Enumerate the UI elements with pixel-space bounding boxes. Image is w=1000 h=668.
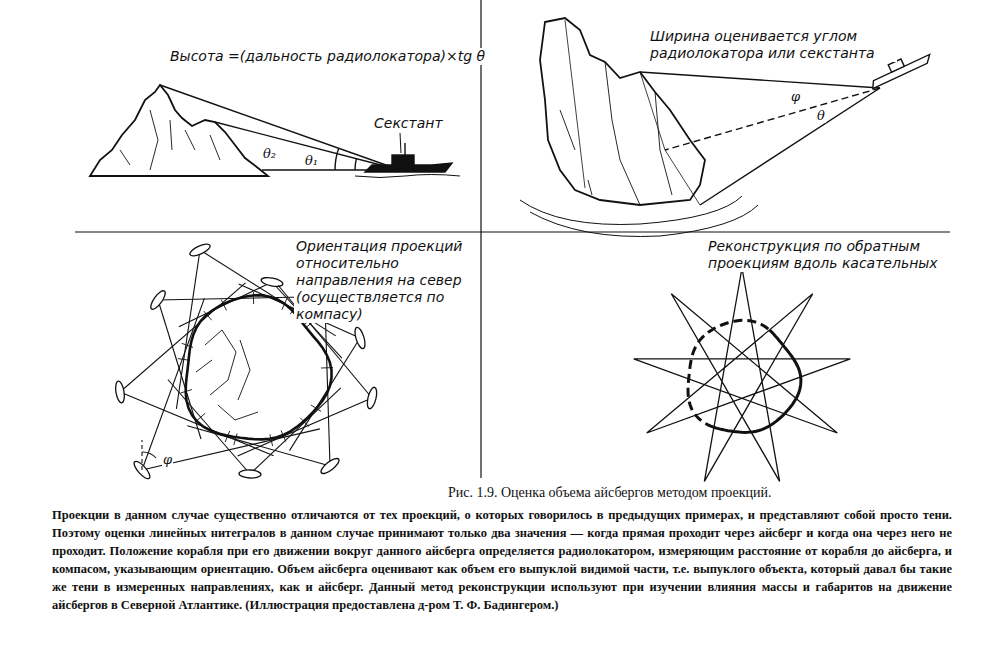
ship-icon xyxy=(353,326,367,349)
tick-mark xyxy=(321,367,333,368)
angle-symbol: φ xyxy=(790,89,801,104)
angle-symbol: θ xyxy=(816,108,826,123)
panel-heading: Ориентация проекций относительно направл… xyxy=(294,238,480,323)
tick-mark xyxy=(204,311,212,320)
height-panel xyxy=(90,85,460,178)
tick-mark xyxy=(178,359,190,361)
tick-mark xyxy=(182,343,193,347)
angle-symbol: θ₂ xyxy=(262,146,277,161)
panel-heading: Ширина оценивается углом радиолокатора и… xyxy=(648,28,897,62)
angle-arc xyxy=(335,148,339,170)
back-projection-star xyxy=(634,268,851,481)
ship-icon xyxy=(148,289,167,312)
tick-mark xyxy=(181,390,192,394)
tangent-line xyxy=(238,398,372,456)
ship-icon xyxy=(366,386,379,409)
water-line xyxy=(355,175,460,178)
tick-mark xyxy=(300,418,308,427)
ship-icon xyxy=(114,380,125,403)
tangent-line xyxy=(158,300,201,439)
angle-symbol: θ₁ xyxy=(304,153,319,168)
north-line xyxy=(141,440,142,470)
reconstruction-dashed xyxy=(688,320,770,427)
reconstruction-solid xyxy=(714,330,801,432)
tangent-line xyxy=(158,297,304,300)
tick-mark xyxy=(253,292,254,304)
sight-line-dashed xyxy=(665,88,880,150)
ship-mast xyxy=(404,143,405,155)
tick-mark xyxy=(282,299,287,310)
panel-heading: Реконструкция по обратным проекциям вдол… xyxy=(706,238,978,272)
tangent-line xyxy=(250,388,341,474)
tick-mark xyxy=(225,431,230,442)
sight-line xyxy=(640,72,880,88)
angle-symbol: φ xyxy=(162,452,173,467)
instrument-label: Секстант xyxy=(372,115,445,132)
tick-mark xyxy=(196,413,205,421)
leader-line xyxy=(400,133,401,153)
horizontal-divider xyxy=(75,231,950,232)
tangent-line xyxy=(142,429,320,470)
vertical-divider xyxy=(480,0,481,478)
sight-line xyxy=(160,85,400,170)
sight-line xyxy=(700,88,880,205)
tangent-line xyxy=(179,282,272,327)
tangent-line xyxy=(142,298,204,470)
angle-arc xyxy=(142,452,156,458)
tangent-line xyxy=(176,250,200,409)
angle-arc xyxy=(355,159,356,170)
reconstruction-panel xyxy=(634,268,851,481)
width-panel xyxy=(520,18,933,237)
ship-icon xyxy=(260,276,283,288)
ship-icon xyxy=(319,456,341,476)
figure-caption: Проекции в данном случае существенно отл… xyxy=(52,506,952,614)
iceberg-sketch xyxy=(196,330,258,420)
tangent-line xyxy=(325,318,330,466)
iceberg-faces xyxy=(560,62,672,205)
ship-icon xyxy=(239,469,261,478)
water-outline xyxy=(520,196,758,237)
ship-icon xyxy=(188,242,211,258)
figure-title: Рис. 1.9. Оценка объема айсбергов методо… xyxy=(448,484,772,501)
tangent-line xyxy=(168,380,250,475)
tick-mark xyxy=(270,434,273,446)
ship-superstructure xyxy=(392,155,414,165)
formula-label: Высота =(дальность радиолокатора)×tg θ xyxy=(168,48,487,65)
iceberg-crevices xyxy=(120,110,220,170)
iceberg-profile xyxy=(90,85,268,176)
